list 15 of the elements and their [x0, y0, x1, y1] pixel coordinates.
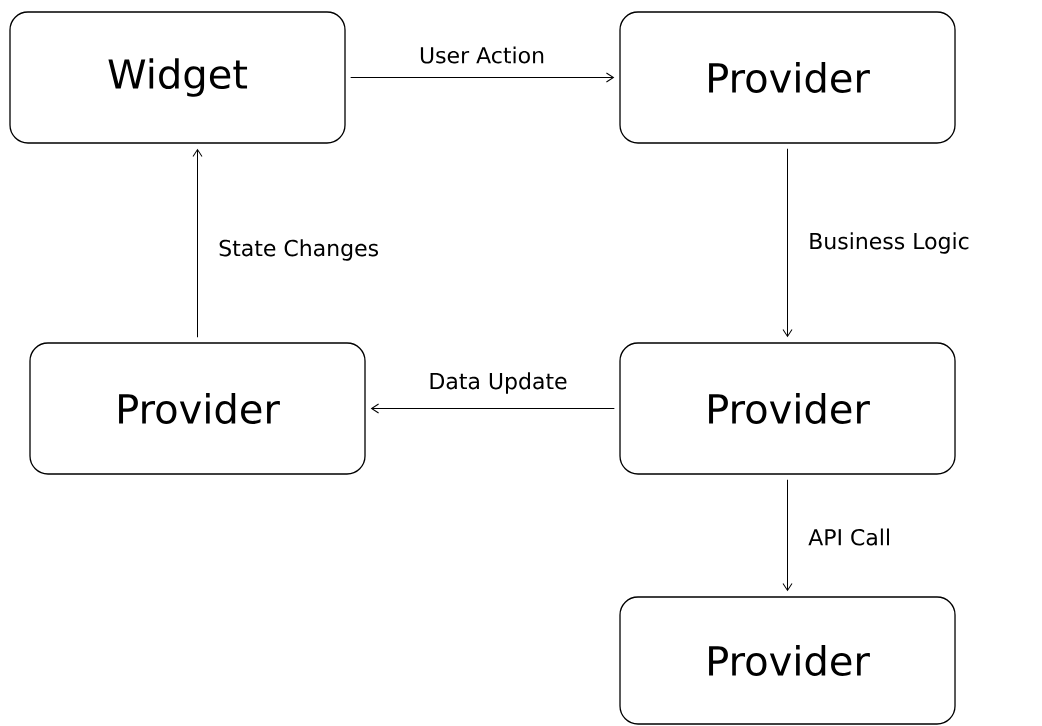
edge-label: Business Logic [806, 230, 972, 256]
arrow [192, 149, 203, 338]
process-box: Widget [9, 11, 346, 144]
arrow [782, 479, 793, 591]
process-box: Provider [29, 342, 366, 475]
process-box: Provider [619, 342, 956, 475]
edge-label: API Call [806, 526, 894, 548]
arrow [350, 72, 614, 83]
process-box: Provider [619, 596, 956, 725]
process-box: Provider [619, 11, 956, 144]
arrow [371, 403, 615, 414]
edge-label: Data Update [426, 370, 570, 396]
edge-label: State Changes [216, 237, 382, 263]
edge-label: User Action [417, 44, 547, 66]
arrow [782, 148, 793, 337]
